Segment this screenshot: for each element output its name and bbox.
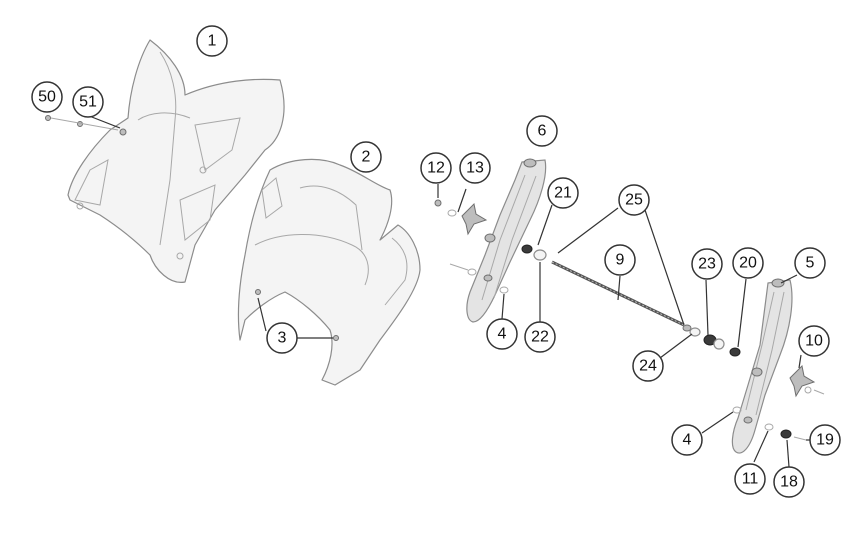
callout-label: 20 xyxy=(739,255,757,272)
callout-20: 20 xyxy=(732,247,764,279)
callout-11: 11 xyxy=(734,463,766,495)
callout-label: 22 xyxy=(531,329,549,346)
callout-label: 50 xyxy=(38,89,56,106)
callout-label: 9 xyxy=(616,252,625,269)
callout-23: 23 xyxy=(691,248,723,280)
callout-label: 24 xyxy=(639,358,657,375)
callout-label: 18 xyxy=(780,474,798,491)
callout-4-right: 4 xyxy=(671,424,703,456)
callout-21: 21 xyxy=(547,177,579,209)
bracket-arm-right xyxy=(731,278,793,454)
hardware-group xyxy=(45,115,825,441)
callout-label: 51 xyxy=(79,94,97,111)
callout-24: 24 xyxy=(632,350,664,382)
callout-13: 13 xyxy=(459,152,491,184)
callout-label: 4 xyxy=(498,326,507,343)
callout-50: 50 xyxy=(31,81,63,113)
callout-2: 2 xyxy=(350,141,382,173)
callout-label: 10 xyxy=(805,333,823,350)
callout-label: 11 xyxy=(742,471,759,488)
callout-label: 21 xyxy=(554,185,572,202)
callout-5: 5 xyxy=(794,247,826,279)
callout-18: 18 xyxy=(773,466,805,498)
callout-3: 3 xyxy=(266,322,298,354)
callout-25: 25 xyxy=(618,184,650,216)
callout-12: 12 xyxy=(420,152,452,184)
callout-51: 51 xyxy=(72,86,104,118)
windscreen-lower xyxy=(237,158,421,386)
callout-9: 9 xyxy=(604,244,636,276)
callout-label: 5 xyxy=(806,255,815,272)
callout-label: 3 xyxy=(278,330,287,347)
callout-label: 25 xyxy=(625,192,643,209)
callout-19: 19 xyxy=(809,424,841,456)
callout-label: 6 xyxy=(538,123,547,140)
callout-4-left: 4 xyxy=(486,318,518,350)
callout-label: 23 xyxy=(698,256,716,273)
callout-label: 4 xyxy=(683,432,692,449)
callout-label: 19 xyxy=(816,432,834,449)
callout-22: 22 xyxy=(524,321,556,353)
callout-label: 13 xyxy=(466,160,484,177)
callout-label: 12 xyxy=(427,160,445,177)
callout-6-highlighted: 6 xyxy=(526,115,558,147)
callout-1: 1 xyxy=(196,25,228,57)
callout-10: 10 xyxy=(798,325,830,357)
windscreen-upper xyxy=(67,39,285,283)
bracket-arm-left xyxy=(466,158,547,323)
callout-label: 1 xyxy=(208,33,217,50)
callout-label: 2 xyxy=(362,149,371,166)
